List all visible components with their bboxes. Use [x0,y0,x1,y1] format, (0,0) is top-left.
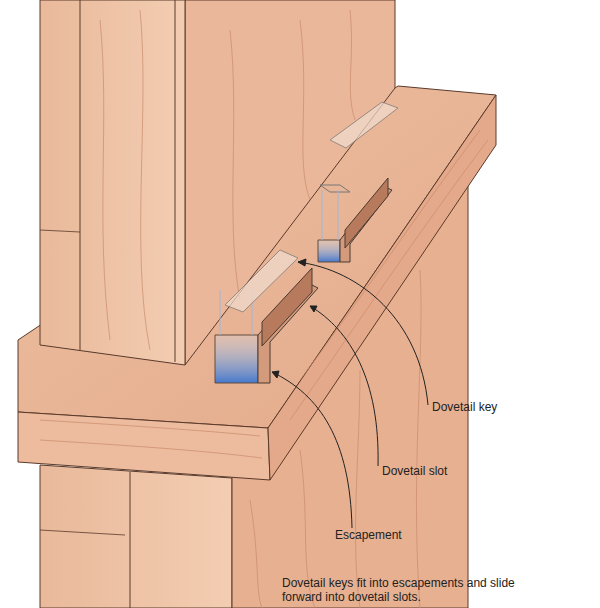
dovetail-joint-rear [318,102,398,262]
leader-lines [272,259,428,528]
part-label: Escapement [335,528,402,542]
part-label: Dovetail key [432,400,497,414]
part-label: Dovetail slot [382,464,447,478]
upper-cabinet [40,0,395,365]
caption: Dovetail keys fit into escapements and s… [282,576,542,604]
dovetail-joint-front [215,250,318,383]
